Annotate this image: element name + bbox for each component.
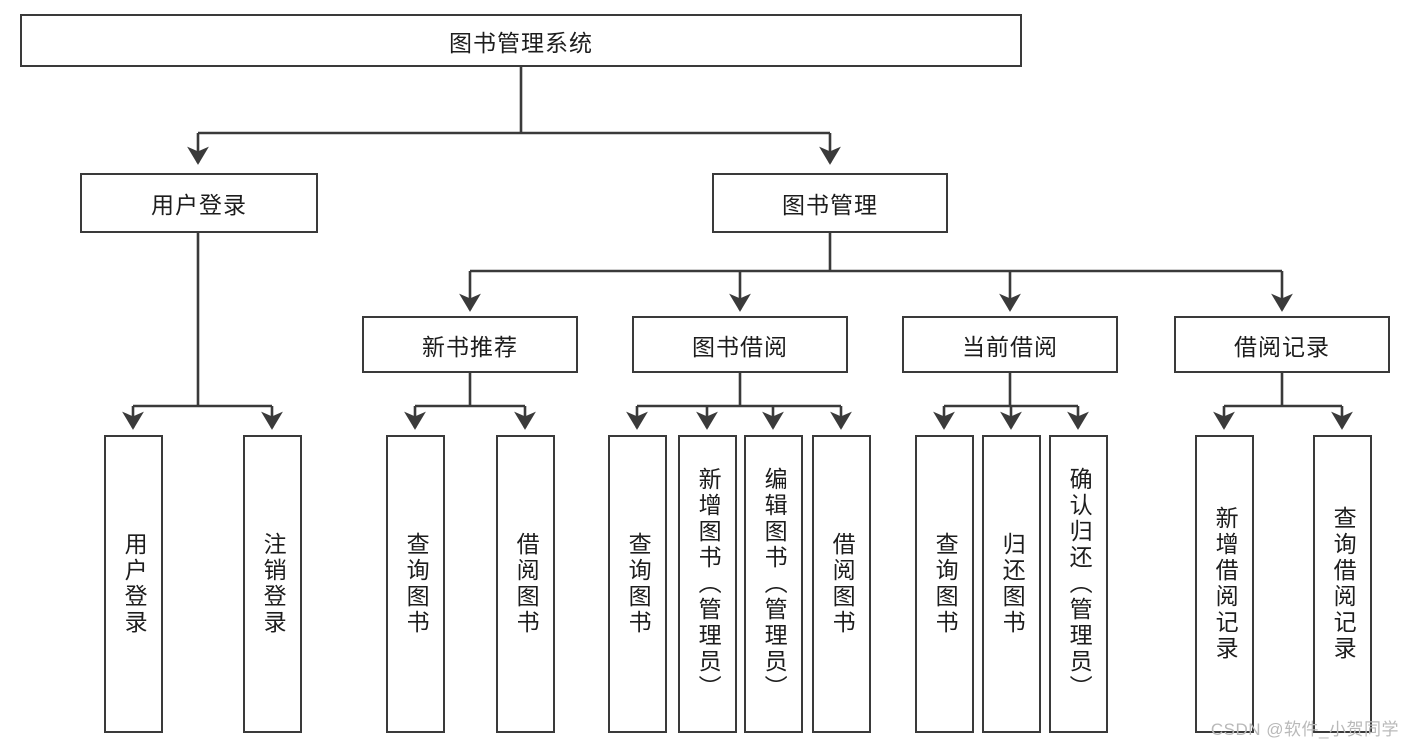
node-label: 查询图书 <box>625 532 652 636</box>
node-leaf-add-borrow-record[interactable]: 新增借阅记录 <box>1195 435 1254 733</box>
node-user-login[interactable]: 用户登录 <box>80 173 318 233</box>
node-leaf-query-book-3[interactable]: 查询图书 <box>915 435 974 733</box>
node-leaf-query-book-1[interactable]: 查询图书 <box>386 435 445 733</box>
node-book-management[interactable]: 图书管理 <box>712 173 948 233</box>
node-leaf-edit-book-admin[interactable]: 编辑图书（管理员） <box>744 435 803 733</box>
node-leaf-return-book[interactable]: 归还图书 <box>982 435 1041 733</box>
node-leaf-logout-login[interactable]: 注销登录 <box>243 435 302 733</box>
node-label: 新增借阅记录 <box>1212 506 1239 662</box>
node-label: 借阅图书 <box>513 532 540 636</box>
node-label: 用户登录 <box>151 192 247 218</box>
node-new-book-recommend[interactable]: 新书推荐 <box>362 316 578 373</box>
node-label: 借阅记录 <box>1234 333 1330 360</box>
node-leaf-confirm-return-admin[interactable]: 确认归还（管理员） <box>1049 435 1108 733</box>
node-book-management-system[interactable]: 图书管理系统 <box>20 14 1022 67</box>
node-current-borrow[interactable]: 当前借阅 <box>902 316 1118 373</box>
node-label: 注销登录 <box>260 532 287 636</box>
node-label: 查询图书 <box>932 532 959 636</box>
node-label: 图书管理 <box>782 192 878 218</box>
node-label: 归还图书 <box>999 532 1026 636</box>
node-label: 新增图书（管理员） <box>695 467 722 701</box>
node-leaf-add-book-admin[interactable]: 新增图书（管理员） <box>678 435 737 733</box>
node-leaf-query-borrow-record[interactable]: 查询借阅记录 <box>1313 435 1372 733</box>
node-label: 查询图书 <box>403 532 430 636</box>
node-book-borrow[interactable]: 图书借阅 <box>632 316 848 373</box>
node-leaf-borrow-book-1[interactable]: 借阅图书 <box>496 435 555 733</box>
node-label: 确认归还（管理员） <box>1066 467 1093 701</box>
csdn-watermark: CSDN @软件_小贺同学 <box>1210 720 1399 739</box>
node-label: 编辑图书（管理员） <box>761 467 788 701</box>
node-label: 当前借阅 <box>962 333 1058 360</box>
node-label: 查询借阅记录 <box>1330 506 1357 662</box>
node-label: 新书推荐 <box>422 333 518 360</box>
node-label: 图书借阅 <box>692 333 788 360</box>
node-label: 借阅图书 <box>829 532 856 636</box>
node-leaf-query-book-2[interactable]: 查询图书 <box>608 435 667 733</box>
node-borrow-record[interactable]: 借阅记录 <box>1174 316 1390 373</box>
node-label: 图书管理系统 <box>449 29 593 56</box>
node-leaf-user-login[interactable]: 用户登录 <box>104 435 163 733</box>
node-leaf-borrow-book-2[interactable]: 借阅图书 <box>812 435 871 733</box>
node-label: 用户登录 <box>121 532 148 636</box>
